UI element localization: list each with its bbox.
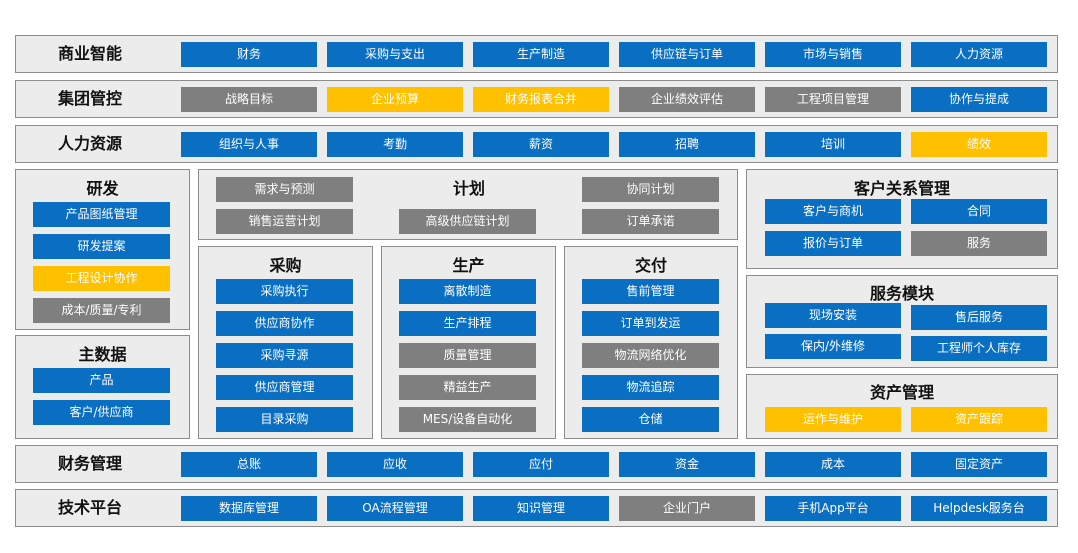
module-box[interactable]: 需求与预测	[216, 177, 353, 202]
panel-purchasing: 采购 采购执行 供应商协作 采购寻源 供应商管理 目录采购	[198, 246, 373, 439]
module-box[interactable]: 高级供应链计划	[399, 209, 536, 234]
module-box[interactable]: 质量管理	[399, 343, 536, 368]
module-box[interactable]: 售前管理	[582, 279, 719, 304]
module-box[interactable]: 采购寻源	[216, 343, 353, 368]
module-box[interactable]: 报价与订单	[765, 231, 901, 256]
module-box[interactable]: 产品图纸管理	[33, 202, 170, 227]
row-human-resources: 人力资源 组织与人事 考勤 薪资 招聘 培训 绩效	[15, 125, 1058, 163]
module-box[interactable]: 财务报表合并	[473, 87, 609, 112]
module-box[interactable]: 薪资	[473, 132, 609, 157]
module-box[interactable]: 协作与提成	[911, 87, 1047, 112]
module-box[interactable]: 数据库管理	[181, 496, 317, 521]
panel-title: 客户关系管理	[853, 179, 950, 198]
module-box[interactable]: 服务	[911, 231, 1047, 256]
module-box[interactable]: 资产跟踪	[911, 407, 1047, 432]
panel-title: 生产	[452, 256, 485, 275]
module-box[interactable]: 招聘	[619, 132, 755, 157]
module-box[interactable]: 研发提案	[33, 234, 170, 259]
module-box[interactable]: 采购与支出	[327, 42, 463, 67]
module-box[interactable]: 物流追踪	[582, 375, 719, 400]
module-box[interactable]: 考勤	[327, 132, 463, 157]
row-title: 商业智能	[57, 44, 122, 63]
panel-planning: 计划 需求与预测 协同计划 销售运营计划 高级供应链计划 订单承诺	[198, 169, 738, 240]
module-box[interactable]: 合同	[911, 199, 1047, 224]
module-box[interactable]: 现场安装	[765, 303, 901, 328]
module-box[interactable]: 物流网络优化	[582, 343, 719, 368]
module-box[interactable]: 保内/外维修	[765, 334, 901, 359]
row-title: 集团管控	[57, 89, 122, 108]
panel-title: 研发	[86, 179, 119, 198]
module-box[interactable]: 市场与销售	[765, 42, 901, 67]
module-box[interactable]: Helpdesk服务台	[911, 496, 1047, 521]
module-box[interactable]: 绩效	[911, 132, 1047, 157]
module-box[interactable]: OA流程管理	[327, 496, 463, 521]
module-box[interactable]: 订单承诺	[582, 209, 719, 234]
module-box[interactable]: 产品	[33, 368, 170, 393]
module-box[interactable]: 企业绩效评估	[619, 87, 755, 112]
module-box[interactable]: 战略目标	[181, 87, 317, 112]
module-box[interactable]: 订单到发运	[582, 311, 719, 336]
module-box[interactable]: 销售运营计划	[216, 209, 353, 234]
panel-delivery: 交付 售前管理 订单到发运 物流网络优化 物流追踪 仓储	[564, 246, 738, 439]
module-box[interactable]: 采购执行	[216, 279, 353, 304]
module-box[interactable]: 成本/质量/专利	[33, 298, 170, 323]
module-box[interactable]: 客户/供应商	[33, 400, 170, 425]
module-box[interactable]: 仓储	[582, 407, 719, 432]
panel-rd: 研发 产品图纸管理 研发提案 工程设计协作 成本/质量/专利	[15, 169, 190, 330]
module-box[interactable]: 目录采购	[216, 407, 353, 432]
panel-crm: 客户关系管理 客户与商机 合同 报价与订单 服务	[746, 169, 1058, 269]
module-box[interactable]: 生产排程	[399, 311, 536, 336]
module-box[interactable]: 供应商协作	[216, 311, 353, 336]
panel-asset: 资产管理 运作与维护 资产跟踪	[746, 374, 1058, 439]
panel-master-data: 主数据 产品 客户/供应商	[15, 335, 190, 439]
module-box[interactable]: 知识管理	[473, 496, 609, 521]
module-box[interactable]: 总账	[181, 452, 317, 477]
module-box[interactable]: 生产制造	[473, 42, 609, 67]
panel-title: 计划	[452, 179, 485, 198]
module-box[interactable]: 工程师个人库存	[911, 336, 1047, 361]
row-title: 财务管理	[57, 454, 122, 473]
panel-production: 生产 离散制造 生产排程 质量管理 精益生产 MES/设备自动化	[381, 246, 556, 439]
row-business-intelligence: 商业智能 财务 采购与支出 生产制造 供应链与订单 市场与销售 人力资源	[15, 35, 1058, 73]
panel-title: 主数据	[78, 345, 127, 364]
module-box[interactable]: 成本	[765, 452, 901, 477]
row-title: 人力资源	[57, 134, 122, 153]
row-title: 技术平台	[57, 498, 122, 517]
module-box[interactable]: 离散制造	[399, 279, 536, 304]
module-box[interactable]: 售后服务	[911, 305, 1047, 330]
module-box[interactable]: 供应链与订单	[619, 42, 755, 67]
module-box[interactable]: 固定资产	[911, 452, 1047, 477]
module-box[interactable]: 运作与维护	[765, 407, 901, 432]
row-group-control: 集团管控 战略目标 企业预算 财务报表合并 企业绩效评估 工程项目管理 协作与提…	[15, 80, 1058, 118]
panel-title: 资产管理	[869, 383, 934, 402]
module-box[interactable]: 应付	[473, 452, 609, 477]
module-box[interactable]: 协同计划	[582, 177, 719, 202]
module-box[interactable]: 手机App平台	[765, 496, 901, 521]
module-box[interactable]: 工程项目管理	[765, 87, 901, 112]
module-box[interactable]: MES/设备自动化	[399, 407, 536, 432]
module-box[interactable]: 工程设计协作	[33, 266, 170, 291]
row-tech-platform: 技术平台 数据库管理 OA流程管理 知识管理 企业门户 手机App平台 Help…	[15, 489, 1058, 527]
module-box[interactable]: 应收	[327, 452, 463, 477]
module-box[interactable]: 供应商管理	[216, 375, 353, 400]
row-finance-management: 财务管理 总账 应收 应付 资金 成本 固定资产	[15, 445, 1058, 483]
panel-title: 交付	[634, 256, 667, 275]
panel-service: 服务模块 现场安装 售后服务 保内/外维修 工程师个人库存	[746, 275, 1058, 368]
module-box[interactable]: 精益生产	[399, 375, 536, 400]
module-box[interactable]: 财务	[181, 42, 317, 67]
panel-title: 服务模块	[869, 284, 934, 303]
module-box[interactable]: 企业预算	[327, 87, 463, 112]
module-box[interactable]: 客户与商机	[765, 199, 901, 224]
module-box[interactable]: 企业门户	[619, 496, 755, 521]
module-box[interactable]: 资金	[619, 452, 755, 477]
module-box[interactable]: 培训	[765, 132, 901, 157]
module-box[interactable]: 人力资源	[911, 42, 1047, 67]
panel-title: 采购	[269, 256, 302, 275]
module-box[interactable]: 组织与人事	[181, 132, 317, 157]
